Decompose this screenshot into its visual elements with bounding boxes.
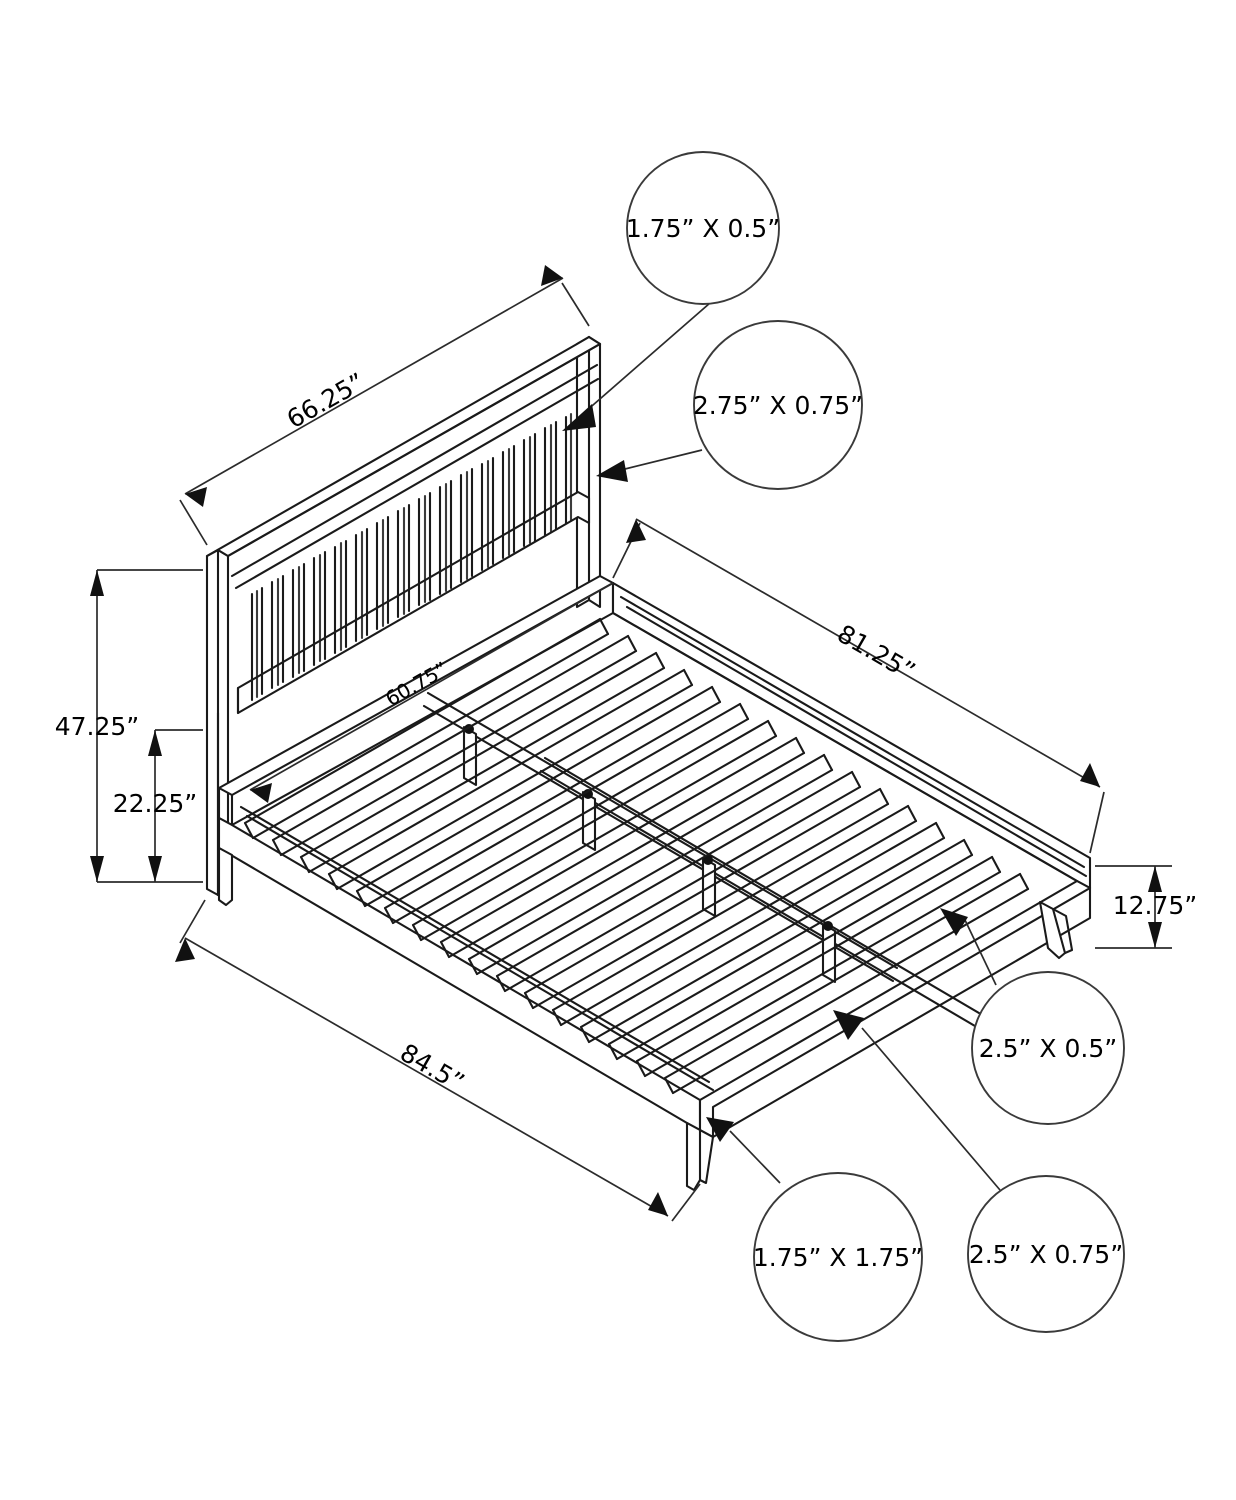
fastener-dot <box>823 921 833 931</box>
dimension-headboard-height: 47.25” <box>55 569 203 883</box>
callout-headboard-slat: 1.75” X 0.5” <box>562 151 780 431</box>
headboard-assembly <box>205 335 602 897</box>
leg-foot-left <box>685 1121 702 1192</box>
dim-label-22-25: 22.25” <box>113 789 198 818</box>
dimension-side-rail-length: 81.25” <box>612 518 1105 854</box>
callout-bubble-leg <box>753 1172 923 1342</box>
right-side-rail-inner <box>611 611 1079 883</box>
callout-label-side-rail: 2.5” X 0.5” <box>979 1034 1117 1063</box>
dim-label-84-5: 84.5” <box>395 1038 469 1097</box>
callout-label-leg: 1.75” X 1.75” <box>753 1243 923 1272</box>
callout-label-headboard-post: 2.75” X 0.75” <box>693 391 863 420</box>
headboard-top-rail-inner-line <box>230 363 599 578</box>
head-end-rail <box>217 574 615 797</box>
dim-label-66-25: 66.25” <box>282 367 370 434</box>
dim-label-60-75: 60.75” <box>381 657 452 711</box>
center-support-legs <box>462 725 837 984</box>
right-ledger-rail <box>619 595 1086 869</box>
leg-foot-right <box>1038 900 1067 960</box>
headboard-left-post <box>205 548 220 897</box>
dimension-leg-height: 12.75” <box>1095 865 1198 949</box>
headboard-right-post <box>575 335 591 609</box>
platform-slats <box>243 617 1030 1095</box>
leg-foot-left-edge <box>698 1128 715 1185</box>
callout-label-slat-support: 2.5” X 0.75” <box>969 1240 1123 1269</box>
headboard-slats-shadow <box>255 412 573 699</box>
callout-label-headboard-slat: 1.75” X 0.5” <box>626 214 780 243</box>
left-ledger-rail <box>239 805 711 1084</box>
headboard-top-rail-inner-line2 <box>234 377 600 590</box>
fastener-dot <box>703 855 713 865</box>
dim-label-81-25: 81.25” <box>832 619 920 686</box>
center-support-rail-2b <box>539 769 1011 1048</box>
headboard-right-post-edge <box>587 335 602 609</box>
callout-leg: 1.75” X 1.75” <box>706 1117 923 1342</box>
foot-end-rail-bottom <box>711 886 1092 1139</box>
head-end-rail-bottom2 <box>230 581 615 827</box>
center-support-rail-1b <box>422 704 895 983</box>
callout-slat-support: 2.5” X 0.75” <box>833 1010 1125 1333</box>
dim-label-47-25: 47.25” <box>55 712 140 741</box>
platform-base-assembly <box>217 574 1092 1192</box>
callout-bubble-side-rail <box>971 971 1125 1125</box>
callout-headboard-post: 2.75” X 0.75” <box>596 320 863 490</box>
platform-slat-ends <box>243 617 1030 1095</box>
headboard-top-rail-lower-edge <box>226 342 602 558</box>
headboard-slats <box>250 415 568 702</box>
dimension-deck-height: 22.25” <box>113 729 203 882</box>
right-ledger-rail2 <box>625 605 1088 878</box>
callout-side-rail: 2.5” X 0.5” <box>940 908 1125 1125</box>
fastener-dot <box>583 789 593 799</box>
callout-bubble-headboard-post <box>693 320 863 490</box>
leg-foot-right-edge <box>1051 907 1074 955</box>
callout-bubble-headboard-slat <box>626 151 780 305</box>
leg-head-left <box>217 846 234 907</box>
dim-label-12-75: 12.75” <box>1113 891 1198 920</box>
callout-bubble-slat-support <box>967 1175 1125 1333</box>
